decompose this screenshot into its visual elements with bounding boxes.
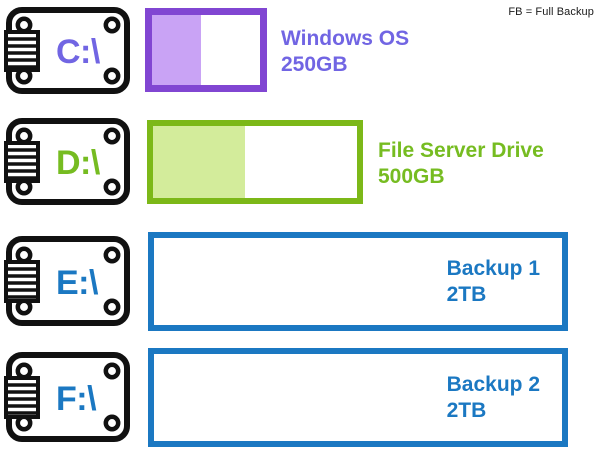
capacity-bar-fill-c: [152, 15, 201, 85]
drive-row-c: C:\ Windows OS 250GB: [0, 2, 600, 102]
drive-letter-e: E:\: [56, 264, 99, 302]
capacity-bar-e[interactable]: Backup 1 2TB: [148, 232, 568, 331]
capacity-bar-fill-d: [153, 126, 245, 198]
drive-letter-c: C:\: [56, 33, 101, 71]
drive-capacity-f: 2TB: [446, 398, 487, 422]
hard-drive-icon-e[interactable]: E:\: [4, 234, 136, 330]
drive-label-c: Windows OS 250GB: [281, 14, 409, 90]
drive-label-f: Backup 2 2TB: [447, 372, 540, 423]
drive-label-e: Backup 1 2TB: [447, 256, 540, 307]
hard-drive-icon-d[interactable]: D:\: [4, 117, 136, 209]
drive-name-c: Windows OS: [281, 27, 410, 51]
drive-name-f: Backup 2: [446, 372, 540, 396]
hard-drive-icon-c[interactable]: C:\: [4, 6, 136, 98]
drive-row-d: D:\ File Server Drive 500GB: [0, 113, 600, 213]
capacity-bar-d[interactable]: [147, 120, 363, 204]
drive-capacity-e: 2TB: [446, 282, 487, 306]
capacity-bar-c[interactable]: [145, 8, 267, 92]
drive-letter-f: F:\: [56, 380, 97, 418]
legend-full-backup: FB = Full Backup: [508, 6, 594, 18]
drive-name-d: File Server Drive: [378, 139, 544, 163]
drive-letter-d: D:\: [56, 144, 101, 182]
drive-name-e: Backup 1: [446, 256, 540, 280]
hard-drive-icon-f[interactable]: F:\: [4, 350, 136, 446]
drive-label-d: File Server Drive 500GB: [378, 126, 544, 202]
drive-row-e: E:\ Backup 1 2TB: [0, 228, 600, 338]
drive-capacity-c: 250GB: [281, 53, 348, 76]
capacity-bar-f[interactable]: Backup 2 2TB: [148, 348, 568, 447]
drive-row-f: F:\ Backup 2 2TB: [0, 344, 600, 456]
drive-capacity-d: 500GB: [378, 165, 445, 188]
